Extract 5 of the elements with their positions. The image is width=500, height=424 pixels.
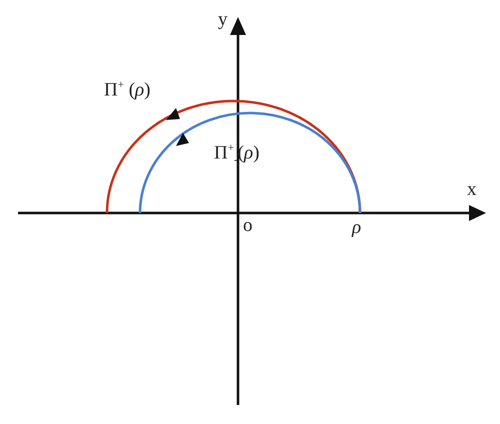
point-label: ρ (352, 218, 362, 237)
origin-label: o (243, 216, 252, 235)
curve-label: Π$^{+}$ (ρ) (104, 80, 150, 100)
axis-label: y (218, 10, 228, 29)
axis-label: x (467, 180, 476, 199)
